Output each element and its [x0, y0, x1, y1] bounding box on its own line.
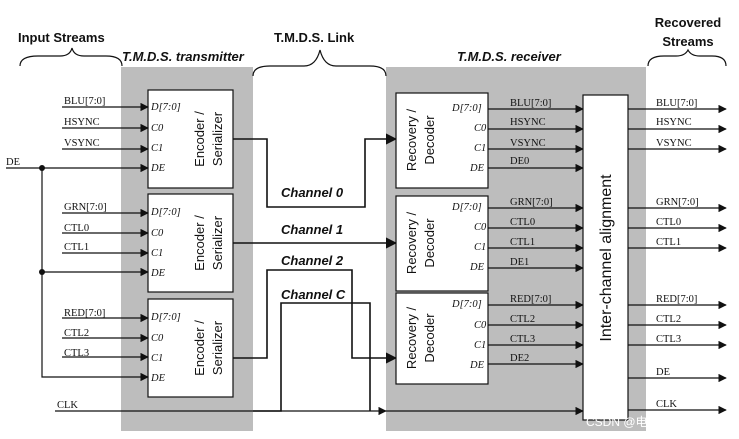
dec2-out-3: DE2: [510, 353, 529, 364]
enc2-port-de: DE: [150, 373, 166, 384]
output-ctl3: CTL3: [656, 334, 681, 345]
recovered-brace: [647, 48, 727, 67]
output-wires: [628, 104, 727, 415]
dec1-out-1: CTL0: [510, 217, 535, 228]
encoder-1-label-1: Encoder /: [192, 215, 207, 271]
encoder-1-label-2: Serializer: [210, 215, 225, 270]
dec1-port-c1: C1: [474, 242, 486, 253]
input-clk: CLK: [57, 400, 78, 411]
input-hsync: HSYNC: [64, 117, 100, 128]
watermark: CSDN @电路_fpga: [586, 414, 690, 429]
enc2-port-c1: C1: [151, 353, 163, 364]
alignment-box: [582, 94, 629, 421]
dec0-port-c0: C0: [474, 123, 487, 134]
dec2-port-c1: C1: [474, 340, 486, 351]
link-heading: T.M.D.S. Link: [274, 30, 355, 45]
encoder-2-label-2: Serializer: [210, 320, 225, 375]
input-ctl1: CTL1: [64, 242, 89, 253]
input-grn: GRN[7:0]: [64, 202, 107, 213]
decoder-2-label-2: Decoder: [422, 313, 437, 363]
output-de: DE: [656, 367, 670, 378]
recovered-heading-line2: Streams: [662, 34, 713, 49]
dec1-out-2: CTL1: [510, 237, 535, 248]
output-ctl0: CTL0: [656, 217, 681, 228]
dec2-out-2: CTL3: [510, 334, 535, 345]
input-ctl0: CTL0: [64, 223, 89, 234]
decoder-2-label-1: Recovery /: [404, 307, 419, 370]
dec1-out-0: GRN[7:0]: [510, 197, 553, 208]
decoder-1-label-1: Recovery /: [404, 212, 419, 275]
dec0-out-1: HSYNC: [510, 117, 546, 128]
alignment-label: Inter-channel alignment: [598, 174, 615, 342]
enc1-port-d: D[7:0]: [150, 207, 181, 218]
channel-wires: [233, 133, 398, 412]
dec2-out-0: RED[7:0]: [510, 294, 551, 305]
output-blu: BLU[7:0]: [656, 98, 697, 109]
enc0-port-de: DE: [150, 163, 166, 174]
input-vsync: VSYNC: [64, 138, 100, 149]
decoder-output-wires: [386, 104, 584, 416]
encoder-0-box: [147, 89, 234, 189]
enc1-port-c1: C1: [151, 248, 163, 259]
encoder-2-box: [147, 298, 234, 398]
channel-1-label: Channel 1: [281, 222, 343, 237]
decoder-1-label-2: Decoder: [422, 218, 437, 268]
enc0-port-c1: C1: [151, 143, 163, 154]
decoder-0-label-1: Recovery /: [404, 109, 419, 172]
output-clk: CLK: [656, 399, 677, 410]
decoder-2-box: [395, 292, 489, 385]
output-red: RED[7:0]: [656, 294, 697, 305]
enc1-port-de: DE: [150, 268, 166, 279]
decoder-0-box: [395, 92, 489, 189]
transmitter-heading: T.M.D.S. transmitter: [122, 49, 245, 64]
decoder-0-label-2: Decoder: [422, 115, 437, 165]
output-grn: GRN[7:0]: [656, 197, 699, 208]
enc2-port-d: D[7:0]: [150, 312, 181, 323]
enc0-port-c0: C0: [151, 123, 164, 134]
dec0-port-de: DE: [469, 163, 485, 174]
output-vsync: VSYNC: [656, 138, 692, 149]
receiver-heading: T.M.D.S. receiver: [457, 49, 562, 64]
input-brace: [19, 47, 123, 67]
enc2-port-c0: C0: [151, 333, 164, 344]
recovered-heading-line1: Recovered: [655, 15, 722, 30]
input-streams-heading: Input Streams: [18, 30, 105, 45]
dec2-port-c0: C0: [474, 320, 487, 331]
dec0-out-0: BLU[7:0]: [510, 98, 551, 109]
enc0-port-d: D[7:0]: [150, 102, 181, 113]
dec1-port-d: D[7:0]: [451, 202, 482, 213]
output-ctl2: CTL2: [656, 314, 681, 325]
dec1-port-de: DE: [469, 262, 485, 273]
dec2-port-de: DE: [469, 360, 485, 371]
output-hsync: HSYNC: [656, 117, 692, 128]
input-red: RED[7:0]: [64, 308, 105, 319]
dec0-port-d: D[7:0]: [451, 103, 482, 114]
dec2-out-1: CTL2: [510, 314, 535, 325]
input-blu: BLU[7:0]: [64, 96, 105, 107]
dec2-port-d: D[7:0]: [451, 299, 482, 310]
input-de: DE: [6, 157, 20, 168]
input-ctl2: CTL2: [64, 328, 89, 339]
channel-0-label: Channel 0: [281, 185, 344, 200]
input-ctl3: CTL3: [64, 348, 89, 359]
enc1-port-c0: C0: [151, 228, 164, 239]
output-ctl1: CTL1: [656, 237, 681, 248]
decoder-1-box: [395, 195, 489, 292]
channel-c-label: Channel C: [281, 287, 346, 302]
encoder-0-label-1: Encoder /: [192, 111, 207, 167]
input-wires: [6, 102, 387, 416]
dec0-out-2: VSYNC: [510, 138, 546, 149]
encoder-0-label-2: Serializer: [210, 111, 225, 166]
dec0-port-c1: C1: [474, 143, 486, 154]
encoder-2-label-1: Encoder /: [192, 320, 207, 376]
dec1-port-c0: C0: [474, 222, 487, 233]
link-brace: [252, 49, 387, 77]
dec1-out-3: DE1: [510, 257, 529, 268]
channel-2-label: Channel 2: [281, 253, 344, 268]
dec0-out-3: DE0: [510, 156, 529, 167]
